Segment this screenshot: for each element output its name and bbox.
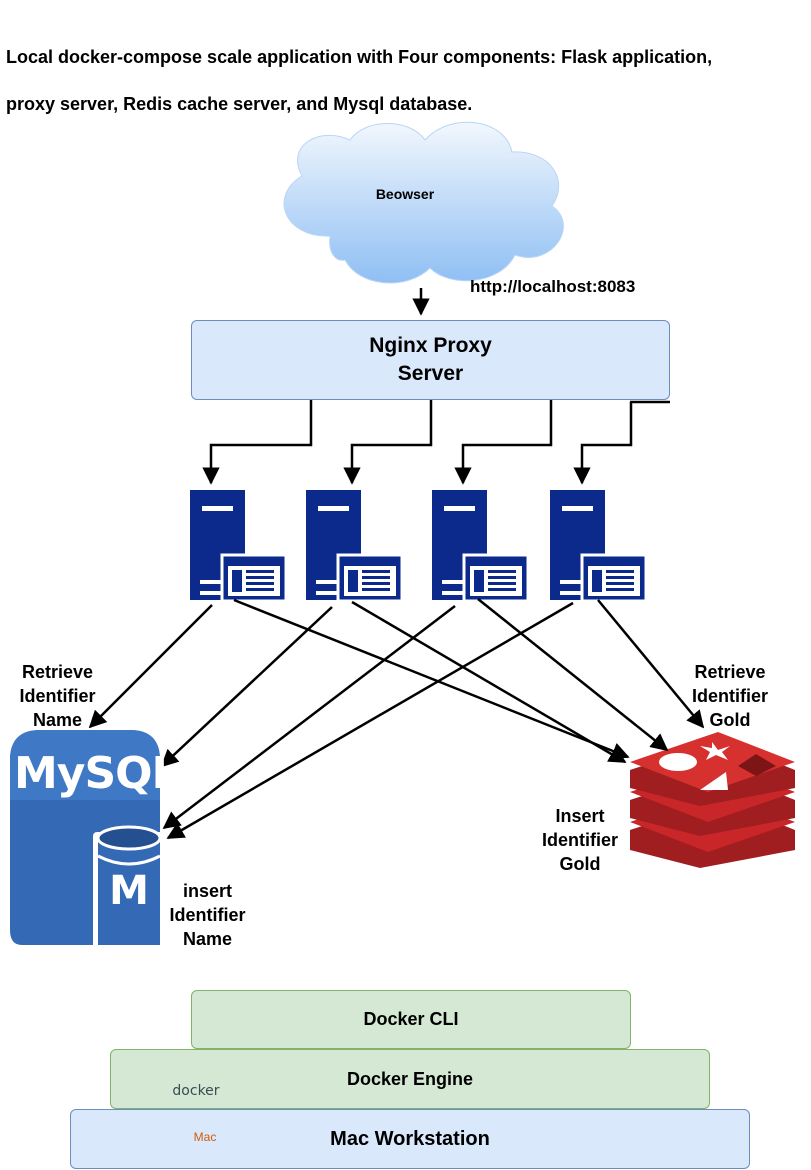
nginx-proxy-server-box: Nginx Proxy Server bbox=[191, 320, 670, 400]
docker-logo-text: docker bbox=[172, 1083, 220, 1099]
browser-label: Beowser bbox=[375, 186, 435, 202]
mac-workstation-label: Mac Workstation bbox=[330, 1127, 490, 1150]
mysql-insert-label: insert Identifier Name bbox=[169, 881, 246, 949]
mysql-logo-text: MySQL bbox=[14, 748, 180, 799]
mysql-db-letter: M bbox=[109, 868, 149, 914]
app-server-icon-1 bbox=[190, 490, 288, 603]
docker-cli-layer: Docker CLI bbox=[191, 990, 631, 1049]
mysql-retrieve-label: Retrieve Identifier Name bbox=[19, 662, 96, 730]
mysql-database-icon bbox=[10, 730, 165, 950]
redis-cache-icon bbox=[630, 732, 795, 868]
servers-to-mysql-arrows bbox=[88, 601, 574, 840]
mac-chip-label: Mac bbox=[193, 1130, 217, 1144]
docker-cli-label: Docker CLI bbox=[363, 1009, 459, 1029]
diagram-title-line-1: Local docker-compose scale application w… bbox=[6, 47, 713, 67]
browser-cloud-icon bbox=[283, 121, 564, 284]
servers-to-redis-arrows bbox=[233, 598, 705, 764]
app-server-icon-4 bbox=[550, 490, 648, 603]
redis-insert-label: Insert Identifier Gold bbox=[541, 806, 618, 874]
diagram-title-line-2: proxy server, Redis cache server, and My… bbox=[6, 94, 473, 114]
app-server-icon-3 bbox=[432, 490, 530, 603]
app-server-icon-2 bbox=[306, 490, 404, 603]
docker-engine-layer: Docker Engine bbox=[110, 1049, 710, 1109]
nginx-proxy-label: Nginx Proxy Server bbox=[369, 334, 492, 385]
browser-url-label: http://localhost:8083 bbox=[470, 277, 636, 296]
docker-engine-label: Docker Engine bbox=[346, 1068, 474, 1089]
proxy-to-servers-connectors bbox=[202, 400, 670, 483]
mac-workstation-layer: Mac Workstation bbox=[70, 1109, 750, 1169]
redis-retrieve-label: Retrieve Identifier Gold bbox=[691, 662, 768, 730]
